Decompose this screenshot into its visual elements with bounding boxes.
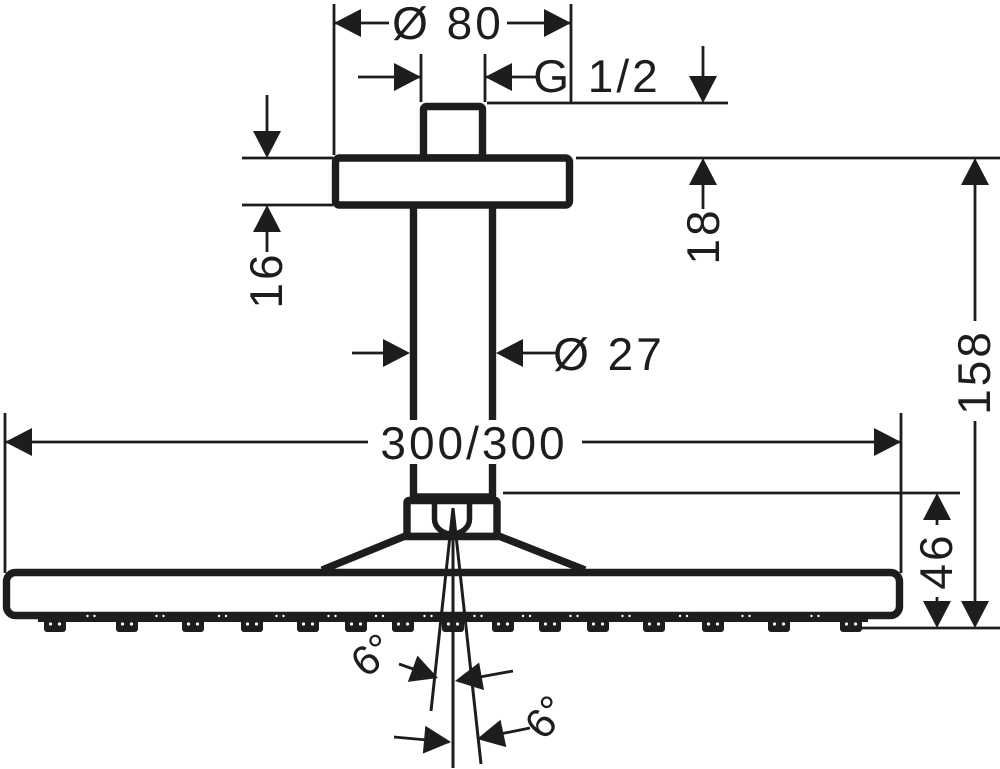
nozzle: [235, 616, 269, 632]
nozzle: [581, 616, 615, 632]
dim-label-thread-size: G 1/2: [533, 50, 661, 102]
dim-label-head-height: 46: [910, 532, 962, 589]
dim-label-spray-angle-right: 6°: [515, 687, 577, 748]
spray-line-right: [451, 507, 483, 765]
nozzle: [386, 616, 420, 632]
dim-label-connector-height: 18: [677, 207, 729, 264]
label-backgrounds: [368, 4, 996, 597]
thread-connector: [419, 102, 487, 162]
nozzle: [834, 616, 868, 632]
nozzle: [291, 616, 325, 632]
nozzle: [110, 616, 144, 632]
nozzle: [339, 616, 373, 632]
dim-label-spray-angle-left: 6°: [342, 624, 403, 686]
nozzle: [637, 616, 671, 632]
dim-label-pipe-diameter: Ø 27: [553, 328, 665, 380]
dimension-labels: Ø 80 G 1/2 18 16 Ø 27 300/300 158 46 6° …: [240, 0, 1000, 747]
ceiling-flange: [331, 154, 574, 209]
nozzle: [762, 616, 796, 632]
nozzle: [696, 616, 730, 632]
dim-label-flange-diameter: Ø 80: [392, 0, 504, 49]
dim-label-flange-thickness: 16: [240, 251, 292, 308]
nozzle: [533, 616, 567, 632]
dimension-arrows: [5, 9, 989, 754]
dim-label-overall-height: 158: [948, 329, 1000, 415]
nozzle: [38, 616, 72, 632]
nozzle: [486, 616, 520, 632]
nozzle-row: [38, 614, 868, 632]
nozzle: [176, 616, 210, 632]
dim-label-head-size: 300/300: [380, 417, 567, 469]
